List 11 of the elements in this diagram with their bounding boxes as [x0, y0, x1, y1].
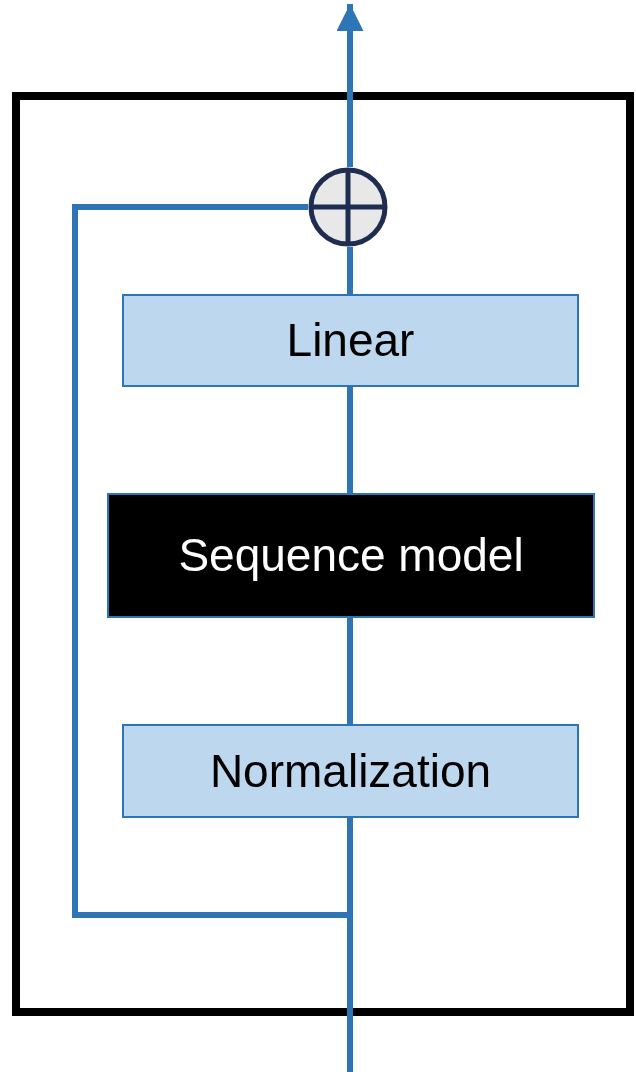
connector-line — [72, 204, 350, 918]
model-block: Sequence model — [107, 493, 595, 618]
add-circle — [308, 167, 388, 247]
block-frame — [12, 92, 634, 1016]
arrow — [336, 4, 364, 167]
layer-block: Normalization — [122, 724, 579, 818]
connector-line — [347, 618, 353, 724]
connector-line — [347, 247, 353, 294]
connector-line — [347, 387, 353, 493]
connector-line — [347, 818, 353, 1072]
layer-block: Linear — [122, 294, 579, 387]
